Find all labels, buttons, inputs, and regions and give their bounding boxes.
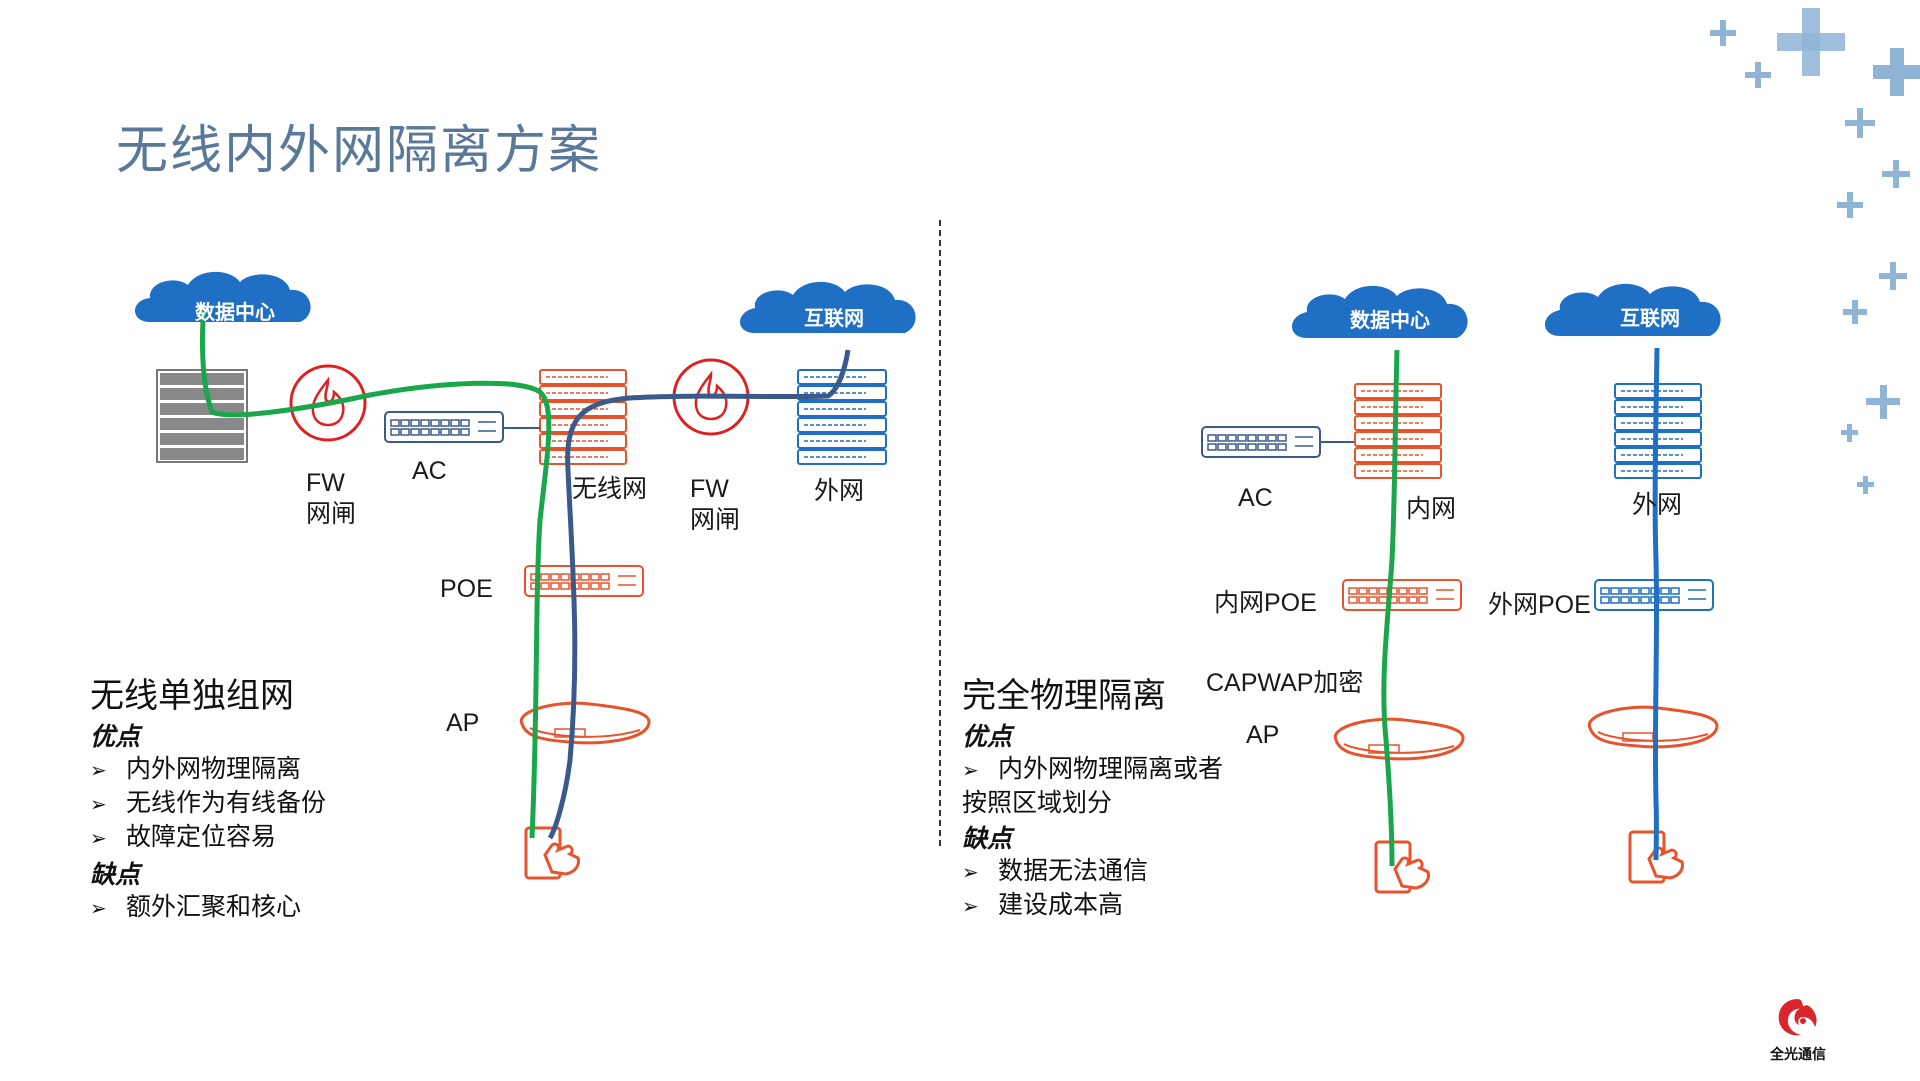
wireless-label: 无线网 [572,475,648,503]
right-con-item: ➢建设成本高 [962,891,1124,919]
ac-label: AC [412,457,447,485]
right-con-text: 数据无法通信 [998,857,1149,885]
fw1-label-line1: FW [306,469,345,497]
internal-link-line [1381,349,1400,867]
company-logo-icon [1778,999,1817,1036]
poe-label: POE [440,575,493,603]
fw2-label-line1: FW [690,475,729,503]
right-con-item: ➢数据无法通信 [962,857,1149,885]
navy-link-line [547,349,851,840]
right-pros-title: 优点 [962,723,1013,751]
right-diagram [1201,283,1721,894]
left-pro-item: ➢无线作为有线备份 [90,789,327,817]
left-pro-text: 故障定位容易 [126,823,277,851]
internet-cloud-icon [1545,283,1721,336]
left-pro-item: ➢故障定位容易 [90,823,277,851]
right-datacenter-cloud-label: 数据中心 [1350,310,1430,332]
left-con-text: 额外汇聚和核心 [126,893,302,921]
section-divider [939,220,941,850]
fw2-label: FW 网闸 [690,474,740,537]
right-ap-label: AP [1246,721,1280,749]
fw1-label: FW 网闸 [306,468,356,531]
right-pro-item: ➢内外网物理隔离或者 [962,755,1224,783]
ap-label: AP [446,709,480,737]
right-section: 完全物理隔离 优点 ➢内外网物理隔离或者 按照区域划分 缺点 ➢数据无法通信 ➢… [962,668,1223,923]
ac-switch-icon [384,411,504,443]
wireless-core-switch-icon [539,369,627,465]
external-label: 外网 [814,477,865,505]
company-logo: 全光通信 [1758,995,1838,1064]
left-pros-title: 优点 [90,723,141,751]
datacenter-cloud-label: 数据中心 [195,302,275,324]
decorative-plus-icons [1710,8,1920,494]
fw2-label-line2: 网闸 [690,506,741,535]
internet-cloud-label: 互联网 [804,308,864,330]
right-internet-cloud-label: 互联网 [1620,308,1680,330]
internal-poe-switch-icon [1342,579,1462,611]
external-switch-icon [797,369,887,465]
right-pro-text: 内外网物理隔离或者 [998,755,1224,783]
datacenter-cloud-icon [1292,285,1468,338]
left-section-heading: 无线单独组网 [90,677,294,715]
right-external-label: 外网 [1632,491,1683,519]
poe-switch-icon [524,565,644,597]
right-cons-title: 缺点 [962,825,1013,853]
datacenter-cloud-icon [135,271,311,322]
company-logo-text: 全光通信 [1770,1046,1826,1062]
capwap-label: CAPWAP加密 [1206,669,1364,697]
right-section-heading: 完全物理隔离 [962,677,1166,715]
internet-cloud-icon [740,281,916,333]
left-pro-text: 无线作为有线备份 [126,789,327,817]
ac-switch-icon [1201,426,1321,458]
green-link-line [199,305,552,839]
left-section: 无线单独组网 优点 ➢内外网物理隔离 ➢无线作为有线备份 ➢故障定位容易 缺点 … [90,668,326,925]
fw1-label-line2: 网闸 [306,500,357,529]
right-internal-label: 内网 [1406,495,1457,523]
left-pro-item: ➢内外网物理隔离 [90,755,302,783]
right-pro-continuation: 按照区域划分 [962,789,1113,817]
right-con-text: 建设成本高 [998,891,1124,919]
external-link-line [1652,347,1660,861]
left-pro-text: 内外网物理隔离 [126,755,302,783]
internal-poe-label: 内网POE [1214,589,1317,617]
access-point-icon [519,701,651,745]
internal-tablet-icon [1374,840,1430,894]
page-title: 无线内外网隔离方案 [116,122,603,180]
internal-access-point-icon [1333,717,1465,761]
left-cons-title: 缺点 [90,861,141,889]
tablet-client-icon [524,826,580,880]
external-poe-label: 外网POE [1488,591,1591,619]
right-ac-label: AC [1238,484,1273,512]
left-con-item: ➢额外汇聚和核心 [90,893,302,921]
left-diagram [135,271,916,880]
